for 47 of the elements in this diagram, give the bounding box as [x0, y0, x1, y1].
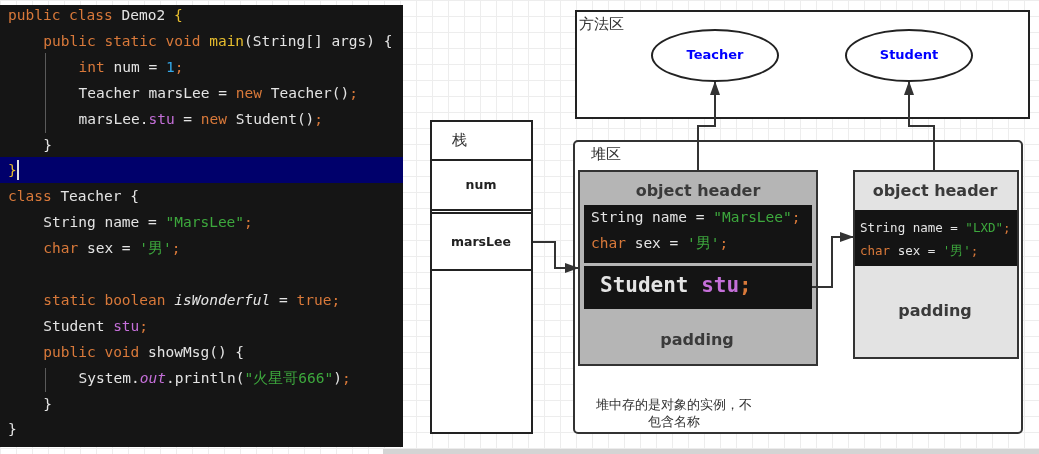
code-line: marsLee.stu = new Student(); [78, 109, 324, 128]
code-line: } [43, 394, 53, 413]
object-box [578, 170, 818, 366]
code-line: Student stu; [600, 271, 752, 299]
arrow [532, 241, 579, 273]
code-line: } [43, 135, 53, 154]
code-snippet [855, 210, 1017, 266]
object-box [853, 170, 1019, 359]
stack-column [430, 120, 533, 434]
area-title: 堆区 [591, 144, 621, 164]
variable-name: num [465, 177, 497, 193]
code-line: Student stu; [43, 316, 149, 335]
code-line: } [8, 161, 17, 180]
code-line: String name = "MarsLee"; [43, 213, 253, 232]
section-label: object header [635, 181, 761, 201]
class-name: Teacher [686, 46, 744, 64]
region-box [575, 10, 1030, 119]
code-snippet [584, 205, 812, 263]
heap-region [573, 140, 1023, 434]
arrow [811, 232, 854, 288]
stack-cell [430, 212, 533, 271]
code-line: public void showMsg() { [43, 342, 245, 361]
code-line: class Teacher { [8, 187, 139, 206]
area-title: 方法区 [579, 14, 624, 34]
code-snippet [584, 266, 812, 309]
code-line: char sex = '男'; [860, 243, 979, 259]
area-title: 栈 [451, 130, 467, 150]
code-line: System.out.println("火星哥666"); [78, 368, 351, 387]
arrow [904, 81, 935, 171]
variable-name: marsLee [451, 234, 511, 250]
code-line: Teacher marsLee = new Teacher(); [78, 83, 358, 102]
code-line: String name = "MarsLee"; [591, 207, 801, 227]
section-label: padding [898, 301, 972, 321]
note-text: 堆中存的是对象的实例，不包含名称 [595, 396, 753, 430]
section-label: object header [872, 181, 998, 201]
code-line: char sex = '男'; [43, 239, 181, 258]
arrow [697, 81, 720, 171]
code-line: } [8, 420, 17, 439]
code-line: char sex = '男'; [591, 233, 729, 253]
code-line: static boolean isWonderful = true; [43, 290, 341, 309]
code-line: int num = 1; [78, 57, 184, 76]
stack-cell [430, 159, 533, 211]
code-line: String name = "LXD"; [860, 220, 1011, 236]
class-name: Student [879, 46, 939, 64]
section-label: padding [660, 330, 734, 350]
code-line: public static void main(String[] args) { [43, 31, 393, 50]
code-line: public class Demo2 { [8, 5, 183, 25]
